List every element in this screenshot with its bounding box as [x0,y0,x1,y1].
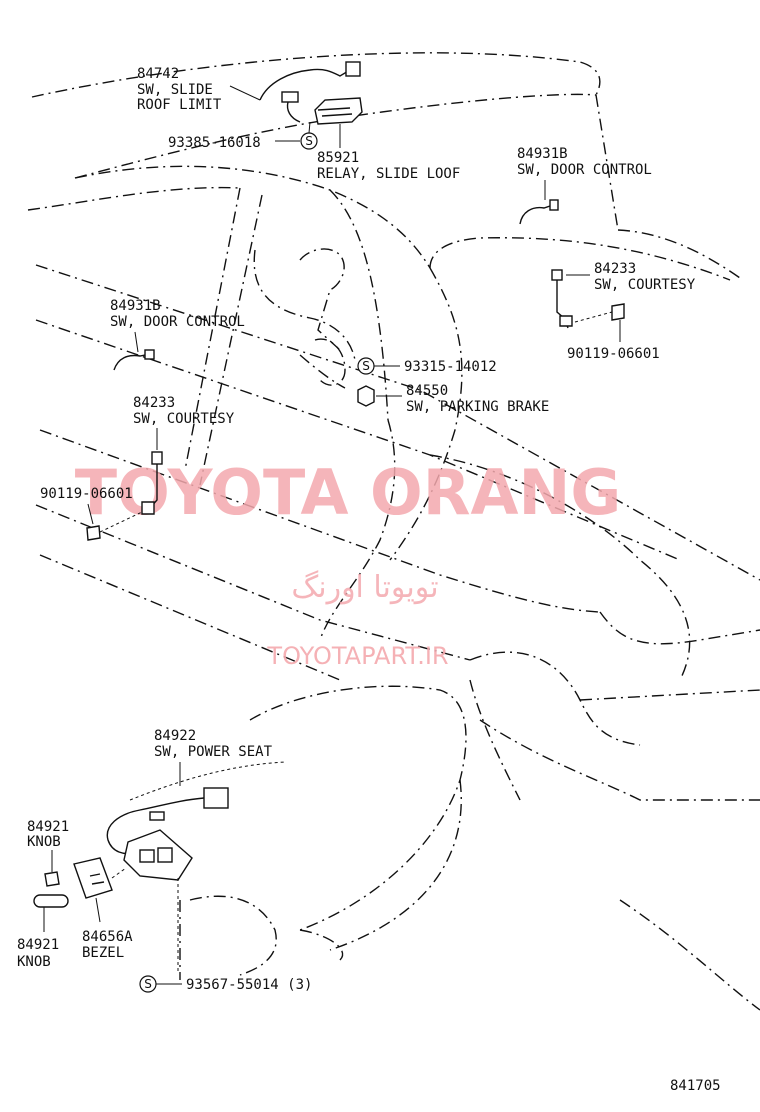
part-number: 85921 [317,150,359,166]
part-number: 84922 [154,728,196,744]
part-name: SW, COURTESY [133,411,235,427]
part-relay-slide-loof[interactable]: 85921 RELAY, SLIDE LOOF [314,97,460,182]
part-name: SW, POWER SEAT [154,744,273,760]
part-bezel[interactable]: 84656A BEZEL [73,857,133,961]
part-number: 90119-06601 [567,346,660,362]
s-symbol-label: S [362,359,370,373]
part-number: 84921 [27,819,69,835]
switch-body [144,349,155,360]
leader-line [229,85,261,101]
switch-body [551,269,563,281]
figure-number: 841705 [670,1078,721,1094]
leader-line [574,311,613,323]
part-name: ROOF LIMIT [137,97,222,113]
part-screw-seat[interactable]: S 93567-55014 (3) [139,878,312,993]
part-name: KNOB [17,954,51,970]
relay-detail [317,107,353,117]
part-sw-power-seat[interactable]: 84922 SW, POWER SEAT [106,728,286,881]
part-knob-bottom[interactable]: 84921 KNOB [17,894,69,970]
part-name: KNOB [27,834,61,850]
switch-knob-slot [139,849,155,863]
leader-line [87,503,94,525]
part-number: 84656A [82,929,133,945]
leader-line [111,867,127,879]
watermark-line1: TOYOTA ORANG [75,456,621,529]
part-sw-courtesy-left[interactable]: 84233 SW, COURTESY [133,395,235,515]
wire-harness [106,797,205,855]
part-sw-courtesy-right[interactable]: 84233 SW, COURTESY [551,261,696,329]
part-screw-right[interactable]: 90119-06601 [567,303,660,362]
leader-line [134,331,139,353]
part-name: RELAY, SLIDE LOOF [317,166,460,182]
switch-wire [113,353,151,371]
bezel-icon [73,857,113,899]
connector [345,61,361,77]
part-name: SW, DOOR CONTROL [110,314,245,330]
switch-bracket [141,501,155,515]
relay-body [314,97,363,125]
leader-line [129,761,286,801]
part-screw-left[interactable]: 90119-06601 [40,486,143,541]
part-sw-door-control-right[interactable]: 84931B SW, DOOR CONTROL [517,146,652,225]
part-name: SW, PARKING BRAKE [406,399,549,415]
connector [203,787,229,809]
wire-harness [286,101,301,123]
switch-wire [519,203,557,225]
switch-bracket [559,315,573,327]
bezel-detail [89,873,105,885]
part-number: 84233 [594,261,636,277]
part-bolt-roof[interactable]: 93385-16018 S [168,121,318,151]
part-number: 84742 [137,66,179,82]
part-number: 93385-16018 [168,135,261,151]
switch-body [549,199,559,211]
s-symbol-label: S [144,977,152,991]
vehicle-outline [27,52,760,1011]
part-sw-slide-roof-limit[interactable]: 84742 SW, SLIDE ROOF LIMIT [137,61,361,123]
part-name: SW, COURTESY [594,277,696,293]
switch-knob-slot [157,847,173,863]
part-number: 84921 [17,937,59,953]
part-sw-door-control-left[interactable]: 84931B SW, DOOR CONTROL [110,298,245,371]
screw-head [86,525,101,541]
knob-icon [44,871,60,887]
brake-switch-body [357,385,375,407]
part-number: 84931B [110,298,161,314]
part-sw-parking-brake[interactable]: 84550 SW, PARKING BRAKE [357,383,549,415]
part-name: SW, DOOR CONTROL [517,162,652,178]
watermark-line3: TOYOTAPART.IR [266,642,448,670]
watermark-line2: تویوتا اورنگ [291,570,438,605]
s-symbol-label: S [305,134,313,148]
knob-icon [33,894,69,908]
part-number: 84550 [406,383,448,399]
part-number: 90119-06601 [40,486,133,502]
part-bolt-brake[interactable]: S 93315-14012 [357,357,497,375]
part-number: 84931B [517,146,568,162]
leader-line [95,897,101,923]
connector [281,91,299,103]
part-name: SW, SLIDE [137,82,213,98]
part-knob-top[interactable]: 84921 KNOB [27,819,69,887]
part-number: 93315-14012 [404,359,497,375]
part-name: BEZEL [82,945,124,961]
leader-line [308,121,311,134]
leader-line [99,511,143,533]
screw-head [611,303,625,321]
connector [149,811,165,821]
switch-body [151,451,163,465]
part-number: 84233 [133,395,175,411]
wire-harness [259,68,351,101]
watermark: TOYOTA ORANG تویوتا اورنگ TOYOTAPART.IR [75,456,621,670]
part-number: 93567-55014 (3) [186,977,312,993]
